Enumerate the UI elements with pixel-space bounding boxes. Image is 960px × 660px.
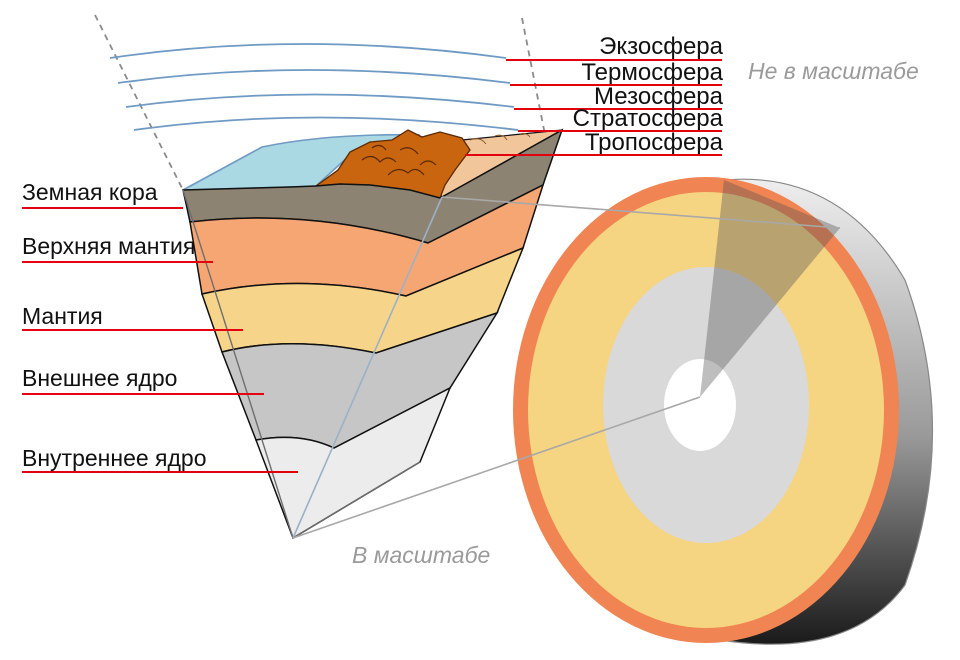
wedge-center-edge xyxy=(292,196,443,539)
wedge-cross-section xyxy=(94,14,564,540)
labels-left: Земная кора Верхняя мантия Мантия Внешне… xyxy=(22,179,298,473)
label-outer-core: Внешнее ядро xyxy=(22,365,177,391)
stratosphere-arc xyxy=(133,116,519,131)
land-ridges xyxy=(361,144,437,176)
thermosphere-arc xyxy=(117,69,511,84)
mesosphere-arc xyxy=(125,93,515,108)
note-not-to-scale: Не в масштабе xyxy=(748,58,919,84)
label-mesosphere: Мезосфера xyxy=(594,83,724,110)
label-inner-core: Внутреннее ядро xyxy=(22,445,207,471)
label-exosphere: Экзосфера xyxy=(599,33,724,60)
exosphere-arc xyxy=(109,43,507,59)
globe-cutaway xyxy=(513,177,934,645)
label-thermosphere: Термосфера xyxy=(581,59,723,86)
label-mantle: Мантия xyxy=(22,303,103,329)
connector-line-top xyxy=(441,196,841,229)
note-to-scale: В масштабе xyxy=(352,542,490,568)
inner-core-layer xyxy=(254,386,452,540)
label-crust: Земная кора xyxy=(22,179,158,205)
label-stratosphere: Стратосфера xyxy=(573,105,724,132)
globe-wedge-cut xyxy=(700,180,840,397)
connector-line-bottom xyxy=(292,396,701,539)
label-troposphere: Тропосфера xyxy=(585,129,724,156)
label-upper-mantle: Верхняя мантия xyxy=(22,233,195,259)
globe-inner-core-disc xyxy=(664,359,736,451)
labels-right: Экзосфера Термосфера Мезосфера Стратосфе… xyxy=(465,33,724,156)
land-ridges-light xyxy=(469,132,531,145)
